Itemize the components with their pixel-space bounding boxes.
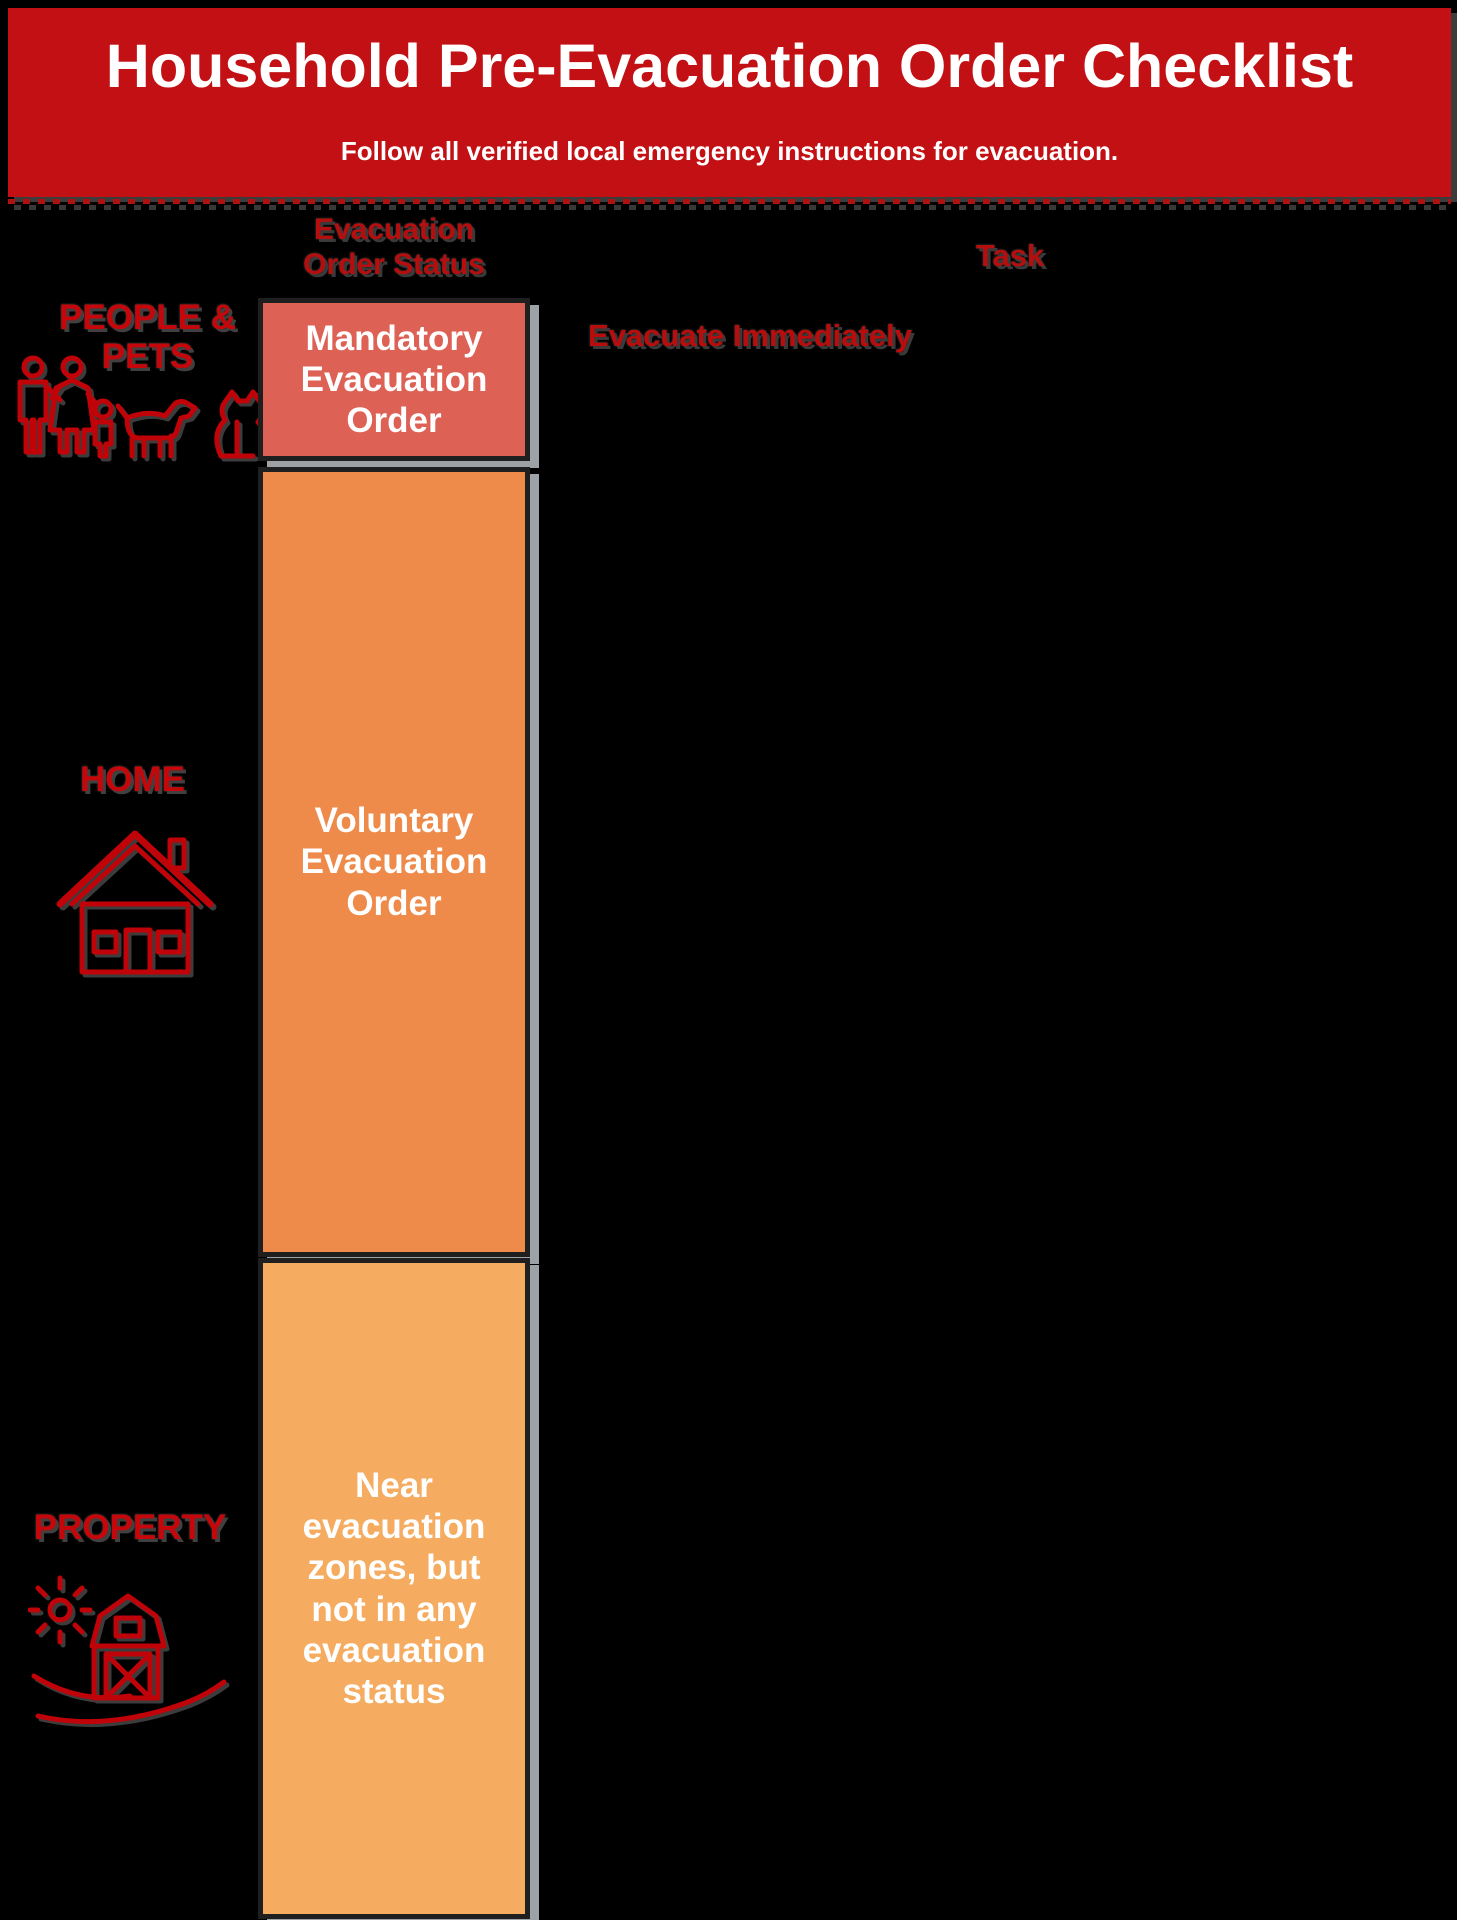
status-box-voluntary: Voluntary Evacuation Order (258, 467, 530, 1257)
property-icons (28, 1566, 232, 1726)
page-subtitle: Follow all verified local emergency inst… (340, 136, 1119, 166)
page-title: Household Pre-Evacuation Order Checklist (105, 32, 1354, 100)
category-label-home: HOME (80, 760, 185, 799)
column-header-evacuation-order-status: Evacuation Order Status (303, 213, 485, 282)
category-label-people-pets: PEOPLE & PETS (59, 298, 236, 377)
barn-icon (89, 1593, 167, 1701)
family-icon (17, 355, 114, 459)
dashed-divider (8, 199, 1451, 204)
task-evacuate-immediately: Evacuate Immediately (588, 318, 912, 353)
category-label-property: PROPERTY (33, 1508, 227, 1547)
sun-icon (28, 1575, 93, 1645)
ground-lines (31, 1673, 227, 1725)
cat-icon (214, 389, 258, 459)
people-pets-icons (6, 352, 258, 474)
column-header-task: Task (975, 238, 1045, 273)
status-box-mandatory: Mandatory Evacuation Order (258, 298, 530, 461)
house-icon (50, 820, 220, 978)
dashed-divider-shadow (14, 205, 1451, 210)
dog-icon (115, 399, 198, 459)
status-box-near-evacuation-zones: Near evacuation zones, but not in any ev… (258, 1258, 530, 1919)
header-band: Household Pre-Evacuation Order Checklist… (8, 8, 1451, 197)
